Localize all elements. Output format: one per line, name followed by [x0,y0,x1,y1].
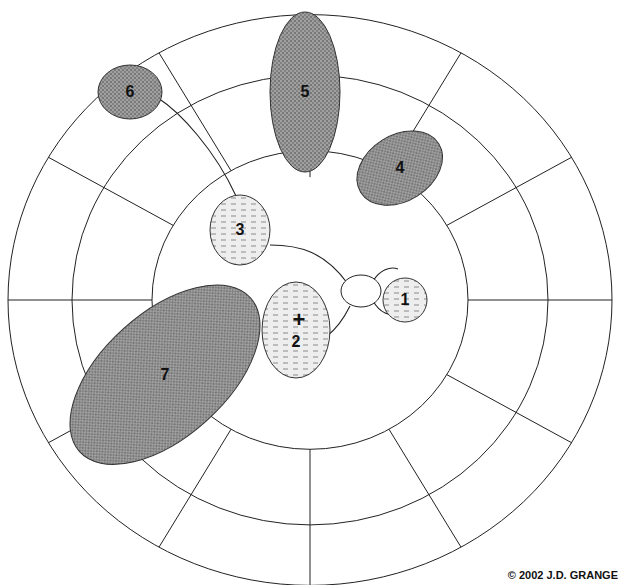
chart-spoke [310,449,311,585]
chart-spoke [159,53,231,171]
lesion-area: 7 [70,285,260,464]
callout-number: 7 [161,367,170,384]
vessel [373,268,398,281]
lesion-shape [262,282,330,378]
callout-number: 4 [396,160,405,177]
lesion-outline [210,195,270,265]
chart-spoke [447,157,572,225]
lesion-outline [383,278,427,322]
vessel [158,98,236,196]
vessel [270,245,348,284]
lesion-area: 5 [270,12,340,172]
lesion-label-box: 1 [383,278,427,322]
lesion-label-box: 7 [70,285,260,464]
lesion-outline [270,12,340,172]
lesion-label-box: 3 [210,195,270,265]
lesion-label-box: 6 [98,65,162,119]
lesion-label-box: 5 [270,12,340,172]
chart-spoke [389,429,461,547]
chart-spoke [447,375,572,443]
chart-spoke [48,157,173,225]
copyright-note: © 2002 J.D. GRANGE [508,569,618,581]
lesion-area: 1 [383,278,427,322]
lesion-area: 3 [210,195,270,265]
chart-spoke [468,300,612,301]
lesion-area: 4 [357,131,443,205]
lesion-outline [38,252,292,498]
optic-disc [341,275,381,307]
chart-spoke [8,300,152,301]
callout-number: 3 [236,222,245,239]
callout-number: + [293,310,306,330]
lesion-label-box: +2 [262,282,330,378]
callout-number: 2 [292,334,301,351]
lesion-outline [98,65,162,119]
lesion-label-box: 4 [357,131,443,205]
callout-number: 5 [301,84,310,101]
callout-number: 6 [126,84,135,101]
lesion-outline [262,282,330,378]
lesion-area: +2 [262,282,330,378]
lesion-area: 6 [98,65,162,119]
lesion-outline [343,116,456,221]
callout-number: 1 [401,292,410,309]
